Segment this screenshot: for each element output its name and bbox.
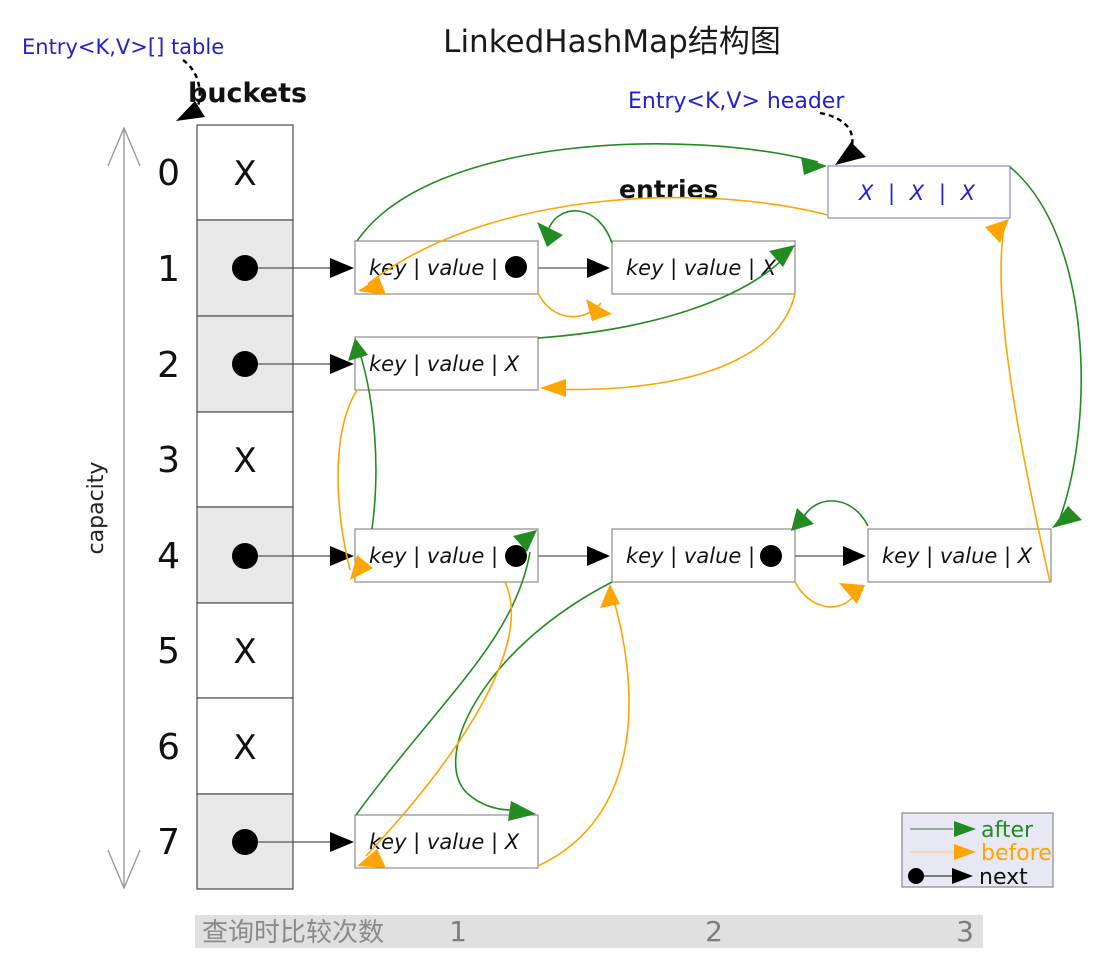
bucket-pointer-dot-4 xyxy=(232,543,258,569)
entry-e4-label: key | value | xyxy=(369,544,498,569)
entry-e2-label: key | value | X xyxy=(626,256,777,281)
entry-e1: key | value | xyxy=(354,240,539,295)
capacity-extent-arrow xyxy=(107,126,141,890)
bucket-index-1: 1 xyxy=(157,249,180,290)
after-links xyxy=(348,143,1082,821)
count-col-1: 1 xyxy=(449,915,467,948)
next-arrow-icon xyxy=(952,868,973,884)
table-label: Entry<K,V>[] table xyxy=(22,35,224,59)
entries-label: entries xyxy=(619,175,718,204)
entry-e6: key | value | X xyxy=(867,528,1052,583)
header-label: Entry<K,V> header xyxy=(628,89,845,114)
bucket-index-5: 5 xyxy=(157,631,180,672)
entry-e4: key | value | xyxy=(354,528,539,583)
count-col-2: 2 xyxy=(705,915,723,948)
strip-background xyxy=(195,915,983,948)
bucket-index-3: 3 xyxy=(157,440,180,481)
bucket-pointer-dot-7 xyxy=(232,829,258,855)
legend: after before next xyxy=(901,812,1054,890)
legend-next-label: next xyxy=(979,865,1028,890)
next-dot-icon xyxy=(908,868,924,884)
bucket-pointer-dot-2 xyxy=(232,351,258,377)
bucket-cell-5 xyxy=(196,602,294,699)
after-arrow-icon xyxy=(954,821,976,837)
before-links xyxy=(337,196,1051,868)
next-pointer-dot xyxy=(760,545,782,567)
bucket-empty-0: X xyxy=(233,154,256,194)
comparison-strip: 查询时比较次数 1 2 3 xyxy=(195,915,983,948)
entry-e6-label: key | value | X xyxy=(882,544,1033,569)
bucket-empty-5: X xyxy=(233,632,256,672)
capacity-label: capacity xyxy=(84,462,109,555)
bucket-index-4: 4 xyxy=(157,536,180,577)
bucket-index-6: 6 xyxy=(157,727,180,768)
page-title: LinkedHashMap结构图 xyxy=(443,24,781,60)
legend-before-label: before xyxy=(981,841,1052,866)
bucket-array: 0 1 2 3 4 5 6 7 X X X X xyxy=(157,124,294,890)
entry-e7: key | value | X xyxy=(354,814,539,869)
bucket-empty-6: X xyxy=(233,728,256,768)
entry-e3-label: key | value | X xyxy=(369,352,520,377)
strip-label: 查询时比较次数 xyxy=(202,918,384,948)
bucket-index-0: 0 xyxy=(157,153,180,194)
before-arrow-icon xyxy=(954,844,976,860)
legend-box xyxy=(901,812,1054,888)
count-col-3: 3 xyxy=(956,915,974,948)
next-pointer-dot xyxy=(505,256,527,278)
bucket-pointer-dot-1 xyxy=(232,255,258,281)
entry-e7-label: key | value | X xyxy=(369,830,520,855)
bucket-index-7: 7 xyxy=(157,822,180,863)
table-annotation-arrow xyxy=(176,59,205,121)
header-fields: X | X | X xyxy=(858,181,979,206)
header-node: X | X | X xyxy=(827,165,1011,219)
next-arrows xyxy=(258,258,866,852)
legend-after-label: after xyxy=(981,818,1034,843)
header-annotation-arrow xyxy=(819,111,866,165)
entry-e3: key | value | X xyxy=(354,336,539,391)
entry-e2: key | value | X xyxy=(611,240,796,295)
buckets-label: buckets xyxy=(188,78,307,109)
bucket-empty-3: X xyxy=(233,441,256,481)
bucket-cell-3 xyxy=(196,411,294,508)
next-pointer-dot xyxy=(505,545,527,567)
bucket-cell-6 xyxy=(196,697,294,795)
entry-e5-label: key | value | xyxy=(626,544,755,569)
bucket-index-2: 2 xyxy=(157,345,180,386)
entry-e5: key | value | xyxy=(611,528,796,583)
